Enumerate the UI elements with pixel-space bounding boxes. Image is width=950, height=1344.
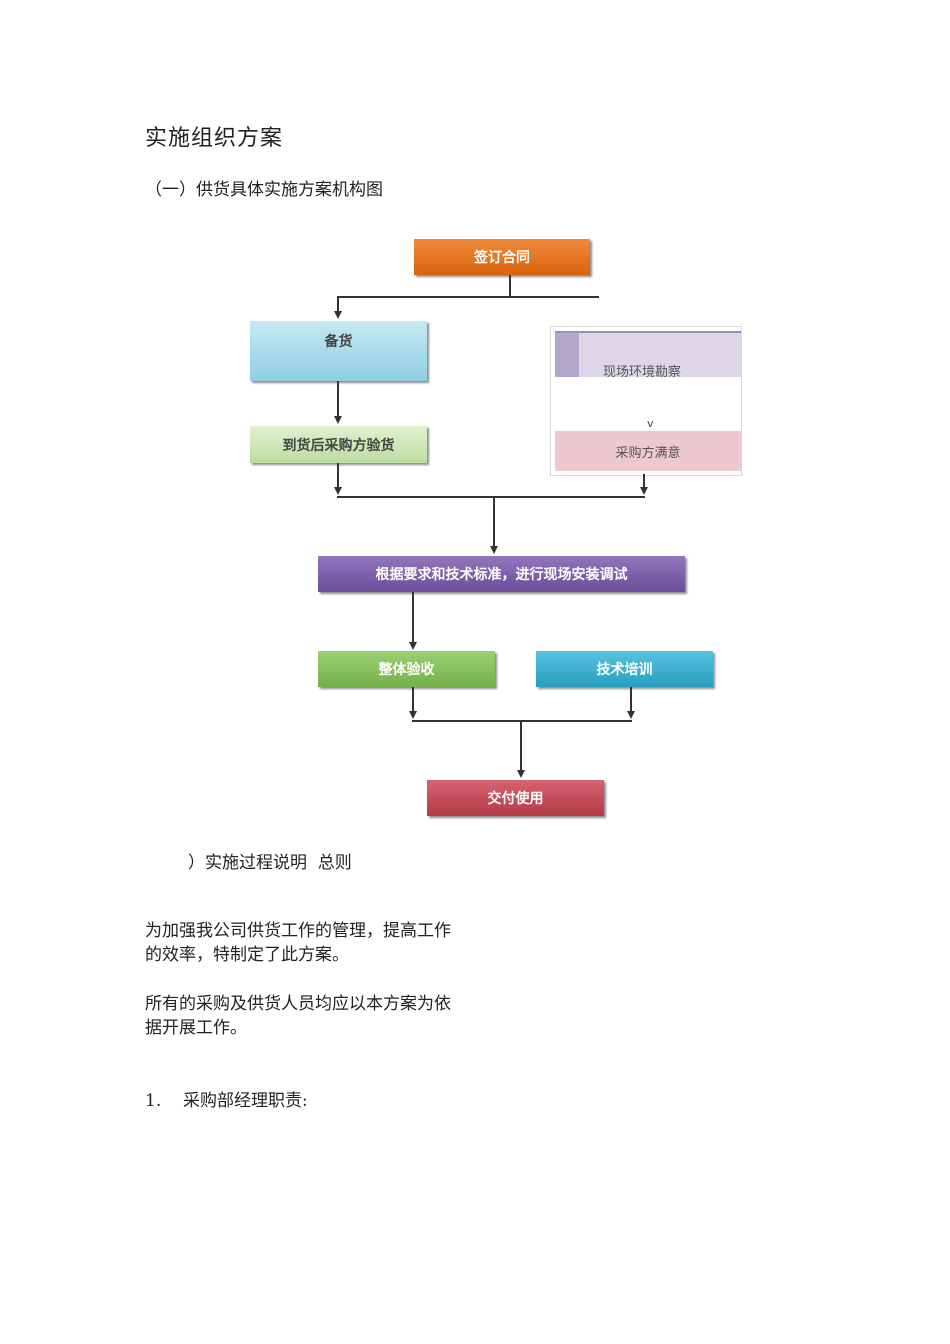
sign-contract-label: 签订合同 bbox=[474, 250, 530, 266]
stock-prep-label: 备货 bbox=[324, 334, 353, 350]
acceptance-box: 整体验收 bbox=[318, 651, 495, 687]
connector bbox=[337, 296, 339, 312]
arrow-head bbox=[640, 487, 648, 495]
list-item: 1. 采购部经理职责: bbox=[145, 1086, 308, 1111]
arrow-head bbox=[334, 416, 342, 424]
inspection-label: 到货后采购方验货 bbox=[282, 437, 395, 454]
connector bbox=[643, 474, 645, 488]
connector bbox=[412, 720, 632, 722]
arrow-head bbox=[334, 487, 342, 495]
inspection-box: 到货后采购方验货 bbox=[250, 426, 427, 463]
sign-contract-box: 签订合同 bbox=[414, 239, 590, 275]
buyer-satisfied-box: 采购方满意 bbox=[555, 431, 741, 471]
connector bbox=[412, 592, 414, 642]
arrow-head bbox=[409, 642, 417, 650]
list-number: 1. bbox=[145, 1091, 162, 1111]
page-title: 实施组织方案 bbox=[145, 126, 284, 151]
arrow-head bbox=[409, 711, 417, 719]
paragraph-2: 所有的采购及供货人员均应以本方案为依据开展工作。 bbox=[145, 994, 451, 1038]
training-box: 技术培训 bbox=[536, 651, 713, 687]
delivery-box: 交付使用 bbox=[427, 780, 604, 816]
site-survey-box: 现场环境勘察 bbox=[555, 331, 741, 380]
connector bbox=[337, 296, 599, 298]
arrow-head bbox=[334, 311, 342, 319]
buyer-satisfied-label: 采购方满意 bbox=[615, 445, 681, 461]
list-text: 采购部经理职责: bbox=[183, 1091, 308, 1111]
connector bbox=[630, 687, 632, 712]
connector bbox=[493, 496, 495, 546]
side-panel: 现场环境勘察 v 采购方满意 bbox=[550, 326, 742, 476]
arrow-head bbox=[517, 770, 525, 778]
survey-accent bbox=[555, 333, 579, 377]
connector bbox=[412, 687, 414, 712]
delivery-label: 交付使用 bbox=[487, 791, 544, 807]
connector bbox=[337, 496, 645, 498]
connector bbox=[509, 275, 511, 297]
stock-prep-box: 备货 bbox=[250, 321, 427, 381]
installation-label: 根据要求和技术标准，进行现场安装调试 bbox=[375, 567, 628, 583]
site-survey-label: 现场环境勘察 bbox=[603, 365, 682, 380]
arrow-head bbox=[490, 546, 498, 554]
acceptance-label: 整体验收 bbox=[378, 662, 435, 678]
arrow-head bbox=[627, 711, 635, 719]
training-label: 技术培训 bbox=[596, 662, 653, 678]
paragraph-1: 为加强我公司供货工作的管理，提高工作的效率，特制定了此方案。 bbox=[145, 921, 451, 965]
installation-box: 根据要求和技术标准，进行现场安装调试 bbox=[318, 556, 685, 592]
section-subtitle: （一）供货具体实施方案机构图 bbox=[145, 180, 383, 200]
section-heading: ）实施过程说明 总则 bbox=[188, 853, 352, 873]
connector bbox=[520, 720, 522, 770]
connector bbox=[337, 381, 339, 417]
v-mark: v bbox=[647, 417, 654, 430]
connector bbox=[337, 463, 339, 488]
